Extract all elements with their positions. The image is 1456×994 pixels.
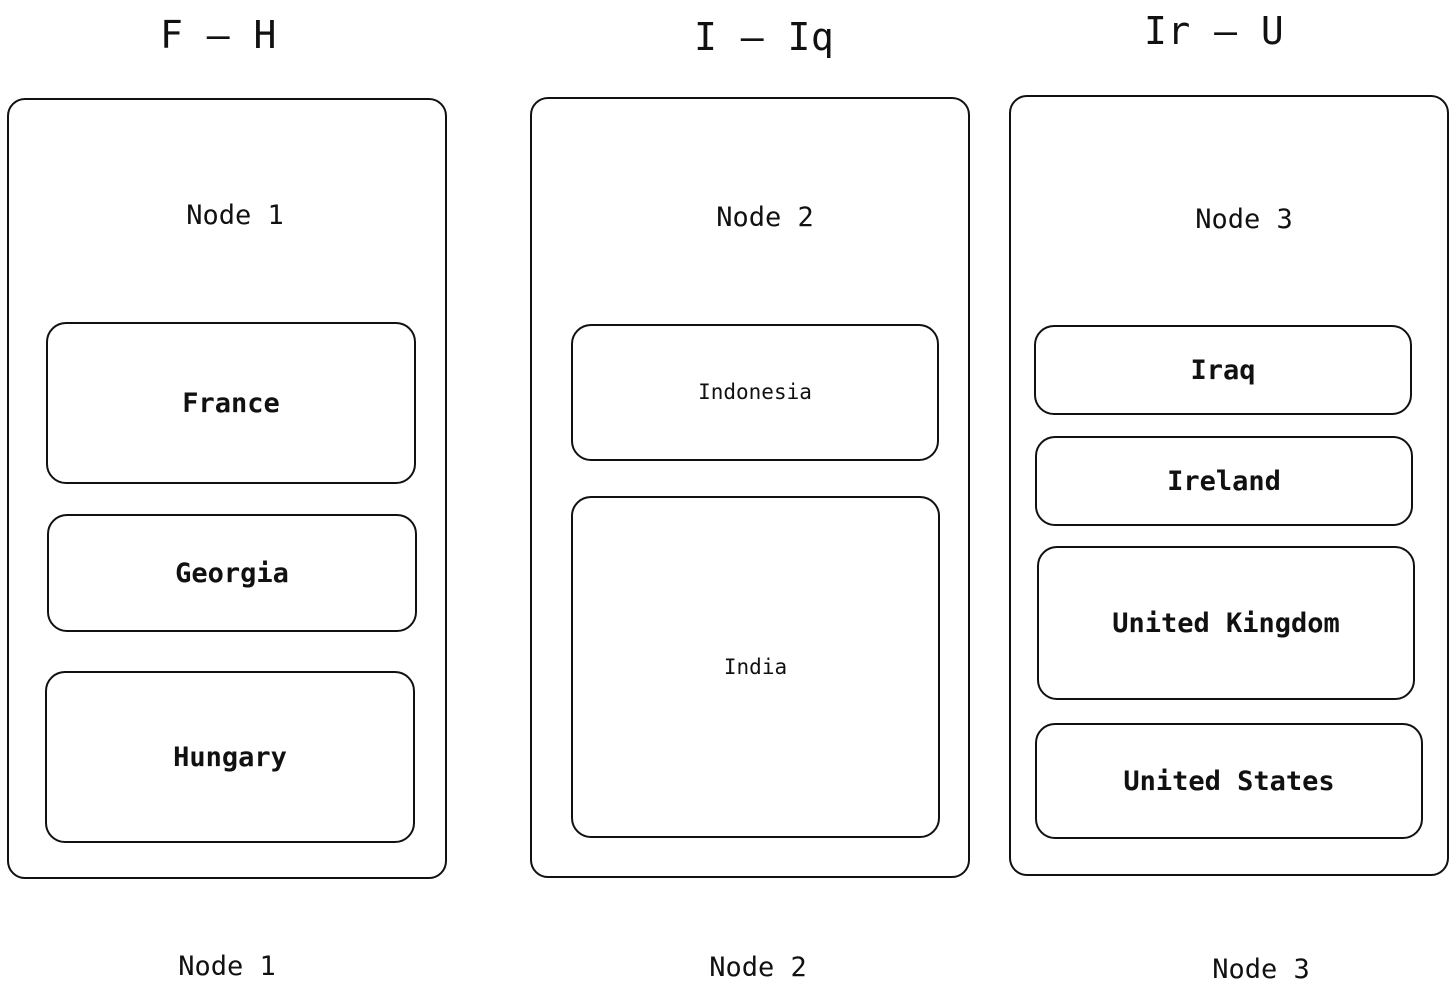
item-ireland: Ireland <box>1035 436 1413 526</box>
item-iraq: Iraq <box>1034 325 1412 415</box>
item-georgia: Georgia <box>47 514 417 632</box>
item-united-states: United States <box>1035 723 1423 839</box>
node-3-label: Node 3 <box>1195 204 1293 235</box>
item-label-india: India <box>723 654 788 679</box>
range-title-1: F – H <box>160 13 277 57</box>
footer-node-1-label: Node 1 <box>178 951 276 982</box>
item-france: France <box>46 322 416 484</box>
footer-node-2-label: Node 2 <box>709 952 807 983</box>
item-indonesia: Indonesia <box>571 324 939 461</box>
item-label-georgia: Georgia <box>175 557 289 589</box>
item-label-indonesia: Indonesia <box>698 380 812 404</box>
item-label-united-states: United States <box>1123 765 1335 797</box>
item-hungary: Hungary <box>45 671 415 843</box>
range-title-2: I – Iq <box>694 15 835 59</box>
node-1-label: Node 1 <box>186 200 284 231</box>
node-2-label: Node 2 <box>716 202 814 233</box>
item-label-iraq: Iraq <box>1190 354 1256 386</box>
item-united-kingdom: United Kingdom <box>1037 546 1415 700</box>
item-label-united-kingdom: United Kingdom <box>1112 607 1340 639</box>
item-label-hungary: Hungary <box>173 741 287 773</box>
range-title-3: Ir – U <box>1144 9 1285 53</box>
item-label-france: France <box>182 387 280 419</box>
item-india: India <box>571 496 940 838</box>
item-label-ireland: Ireland <box>1167 465 1281 497</box>
footer-node-3-label: Node 3 <box>1212 954 1310 985</box>
